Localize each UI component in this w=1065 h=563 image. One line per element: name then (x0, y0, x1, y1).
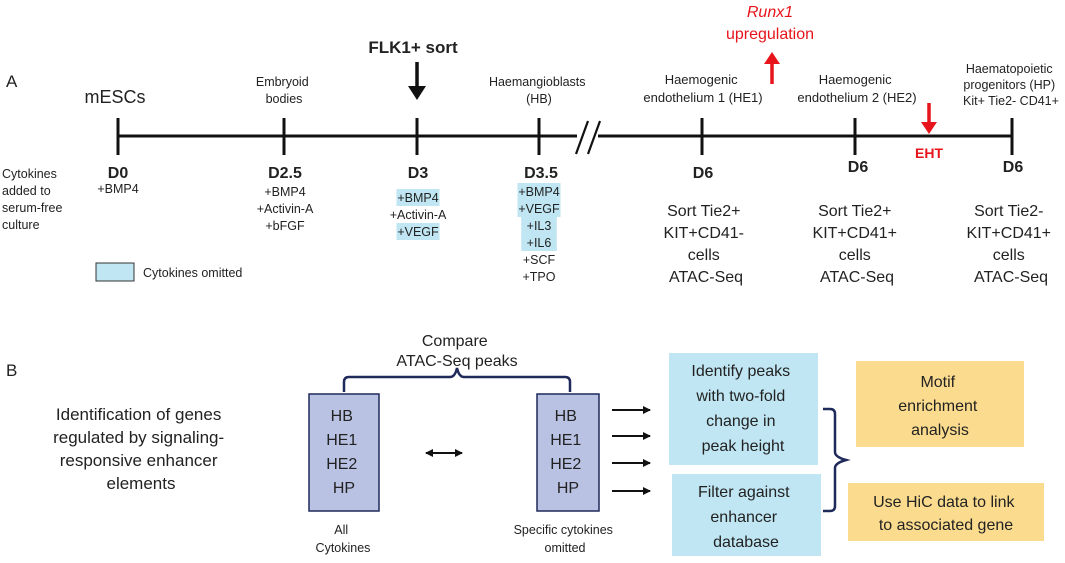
day-label-d6-he2: D6 (848, 159, 869, 176)
cytokine-item: +BMP4 (397, 191, 438, 205)
cytokine-item: +Activin-A (257, 202, 314, 216)
flk1-sort-label: FLK1+ sort (368, 38, 458, 57)
runx1-label: Runx1 (747, 4, 793, 21)
cytokine-omitted-highlight (517, 183, 561, 200)
cytokine-item: +IL3 (527, 219, 552, 233)
cytokines-list-d3: +BMP4 +Activin-A +VEGF (390, 189, 447, 240)
cytokine-omitted-highlight (396, 189, 440, 206)
sort-text-he2: Sort Tie2+ KIT+CD41+ cells ATAC-Seq (813, 203, 902, 286)
cytokine-item: +Activin-A (390, 208, 447, 222)
cytokine-item: +BMP4 (264, 185, 305, 199)
cytokine-omitted-highlight (517, 200, 561, 217)
motif-enrichment-box (856, 361, 1024, 447)
merge-brace (823, 407, 851, 513)
cytokines-note: Cytokines added to serum-free culture (2, 167, 66, 232)
day-label-d3: D3 (408, 165, 429, 182)
flk1-sort-arrow-head (408, 86, 426, 100)
day-label-d6-he1: D6 (693, 165, 714, 182)
omitted-cytokines-label: Specific cytokines omitted (514, 523, 617, 555)
day-label-d0: D0 (108, 165, 129, 182)
stage-label-hp: Haematopoietic progenitors (HP) Kit+ Tie… (963, 62, 1059, 108)
timeline-break-2 (586, 120, 602, 155)
cytokine-item: +IL6 (527, 236, 552, 250)
cytokine-item: +TPO (523, 270, 556, 284)
stage-label-embryoid-bodies: Embryoid bodies (256, 75, 312, 106)
stage-label-mescs: mESCs (84, 87, 145, 107)
cytokine-omitted-highlight (521, 234, 557, 251)
omitted-cytokines-box-items: HB HE1 HE2 HP (550, 408, 586, 497)
runx1-upregulation-label: upregulation (726, 26, 814, 43)
eht-label: EHT (915, 145, 943, 161)
panel-b-label: B (6, 361, 17, 380)
runx1-arrow-head (764, 52, 780, 64)
cytokine-omitted-highlight (396, 223, 440, 240)
compare-brace (342, 367, 572, 392)
sort-text-hp: Sort Tie2- KIT+CD41+ cells ATAC-Seq (967, 203, 1056, 286)
identify-peaks-text: Identify peaks with two-fold change in p… (691, 363, 794, 455)
panel-a-label: A (6, 72, 18, 91)
day-label-d3-5: D3.5 (524, 165, 558, 182)
all-cytokines-label: All Cytokines (316, 523, 371, 555)
cytokine-item: +bFGF (265, 219, 305, 233)
identify-peaks-box (669, 353, 818, 465)
cytokines-list-d0: +BMP4 (97, 182, 138, 196)
all-cytokines-box-items: HB HE1 HE2 HP (326, 408, 362, 497)
cytokines-list-d2-5: +BMP4 +Activin-A +bFGF (257, 185, 314, 233)
all-cytokines-box (308, 393, 380, 512)
day-label-d2-5: D2.5 (268, 165, 302, 182)
day-label-d6-hp: D6 (1003, 159, 1024, 176)
motif-enrichment-text: Motif enrichment analysis (898, 374, 982, 439)
identification-text: Identification of genes regulated by sig… (53, 405, 229, 493)
legend-label: Cytokines omitted (143, 266, 242, 280)
cytokine-item: +VEGF (518, 202, 560, 216)
stage-label-he1: Haemogenic endothelium 1 (HE1) (643, 72, 762, 105)
eht-arrow-head (921, 122, 937, 134)
legend-swatch (95, 262, 135, 282)
hic-link-box (848, 483, 1044, 541)
cytokine-item: +SCF (523, 253, 556, 267)
cytokine-omitted-highlight (521, 217, 557, 234)
compare-label: Compare ATAC-Seq peaks (396, 333, 517, 370)
omitted-cytokines-box (536, 393, 600, 512)
stage-label-haemangioblasts: Haemangioblasts (HB) (489, 75, 589, 106)
stage-label-he2: Haemogenic endothelium 2 (HE2) (797, 72, 916, 105)
hic-link-text: Use HiC data to link to associated gene (873, 494, 1019, 534)
filter-database-text: Filter against enhancer database (698, 484, 794, 551)
timeline-break-1 (574, 120, 590, 155)
cytokine-item: +BMP4 (97, 182, 138, 196)
cytokine-item: +VEGF (397, 225, 439, 239)
cytokine-item: +BMP4 (518, 185, 559, 199)
sort-text-he1: Sort Tie2+ KIT+CD41- cells ATAC-Seq (664, 203, 749, 286)
filter-database-box (672, 474, 821, 556)
cytokines-list-d3-5: +BMP4 +VEGF +IL3 +IL6 +SCF +TPO (517, 183, 561, 284)
